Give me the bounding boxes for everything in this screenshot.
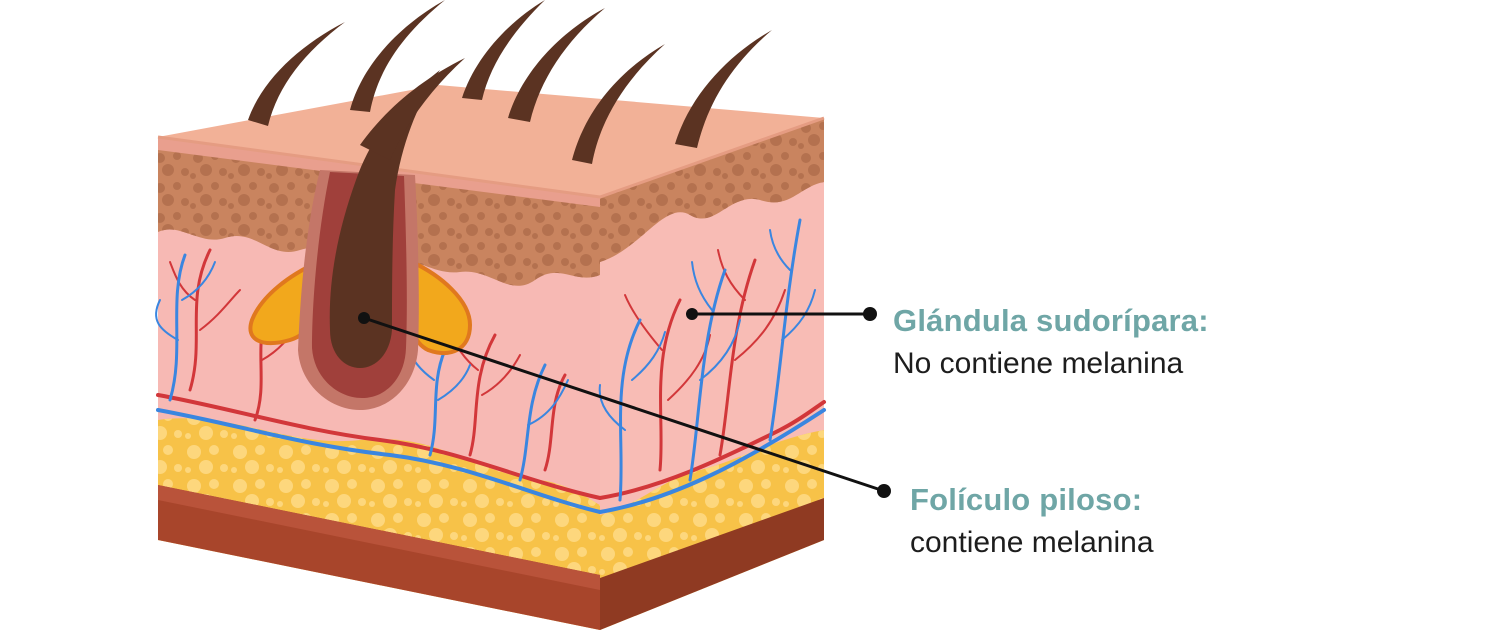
hair-follicle-description: contiene melanina <box>910 525 1154 559</box>
sweat-gland-title: Glándula sudorípara: <box>893 303 1209 338</box>
side-face <box>600 118 824 630</box>
hair-strand-icon <box>248 22 345 126</box>
callout-leader-lines <box>358 307 891 498</box>
hair-strand-icon <box>508 8 605 122</box>
sweat-gland-callout: Glándula sudorípara: No contiene melanin… <box>893 302 1209 382</box>
hair-strand-icon <box>462 0 545 100</box>
skin-surface <box>158 85 824 197</box>
follicle-leader-line <box>363 316 885 493</box>
leader-dot-icon <box>686 308 698 320</box>
hair-strand-icon <box>572 44 665 164</box>
leader-dot-icon <box>358 312 370 324</box>
hair-strand-icon <box>350 0 445 112</box>
hair-strands <box>248 0 772 164</box>
hair-strand-icon <box>675 30 772 148</box>
leader-dot-icon <box>877 484 891 498</box>
hair-follicle-title: Folículo piloso: <box>910 482 1143 517</box>
hair-follicle <box>248 58 473 410</box>
sweat-gland-description: No contiene melanina <box>893 346 1184 380</box>
hair-follicle-callout: Folículo piloso: contiene melanina <box>910 481 1154 561</box>
leader-dot-icon <box>863 307 877 321</box>
